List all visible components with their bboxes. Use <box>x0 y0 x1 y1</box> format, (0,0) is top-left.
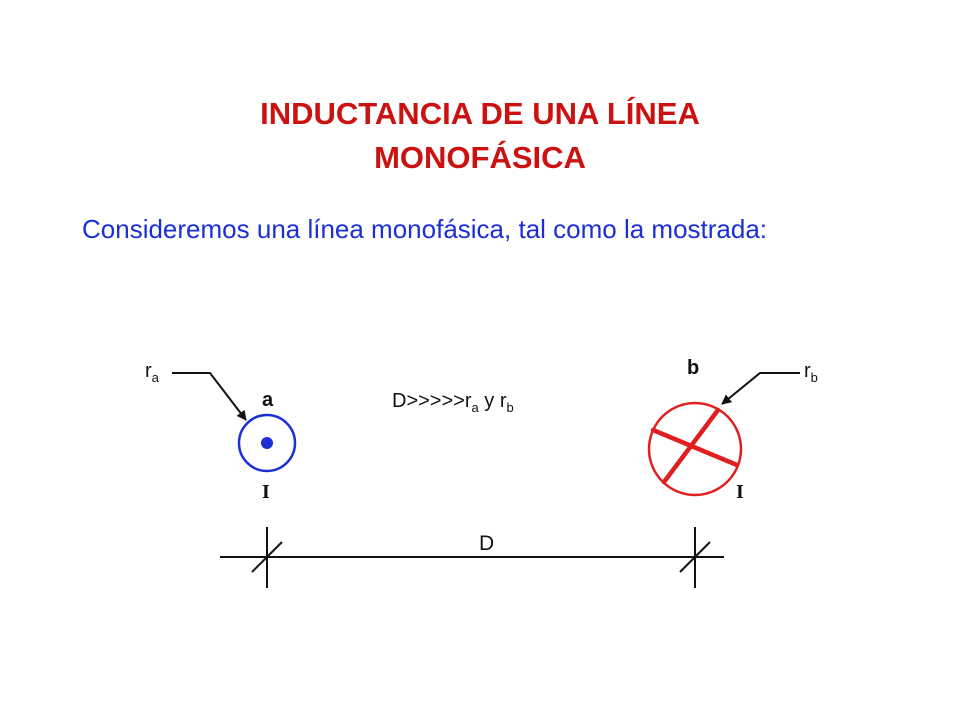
radius-a-leader <box>172 372 247 421</box>
radius-b-leader <box>721 372 800 405</box>
conductor-a-current-label: I <box>262 481 270 503</box>
distance-label: D <box>479 532 494 555</box>
radius-a-label: ra <box>145 360 160 385</box>
radius-b-label: rb <box>804 360 818 385</box>
tick-mark-b <box>679 541 711 573</box>
condition-middle: y r <box>479 390 507 412</box>
conductor-b-current-label: I <box>736 481 744 503</box>
intro-paragraph: Consideremos una línea monofásica, tal c… <box>82 214 768 244</box>
tick-mark-a <box>251 541 283 573</box>
conductor-b-label: b <box>687 357 699 379</box>
radius-a-subscript: a <box>152 370 160 385</box>
slide-title: INDUCTANCIA DE UNA LÍNEA MONOFÁSICA <box>0 92 960 180</box>
slide-title-line1: INDUCTANCIA DE UNA LÍNEA <box>260 96 700 131</box>
radius-a-symbol: r <box>145 360 152 382</box>
conductor-b-cross-1 <box>650 427 740 468</box>
condition-prefix: D>>>>>r <box>392 390 472 412</box>
condition-sub-b: b <box>507 400 514 415</box>
conductor-a-circle <box>237 413 297 473</box>
radius-b-symbol: r <box>804 360 811 382</box>
conductor-a-current-dot <box>261 437 273 449</box>
conductor-a-label: a <box>262 389 274 411</box>
slide-title-line2: MONOFÁSICA <box>374 140 586 175</box>
radius-b-subscript: b <box>811 370 818 385</box>
conductor-b-cross-2 <box>661 407 721 485</box>
condition-label: D>>>>>ra y rb <box>392 390 514 415</box>
conductor-b-circle <box>647 401 743 497</box>
condition-sub-a: a <box>472 400 480 415</box>
